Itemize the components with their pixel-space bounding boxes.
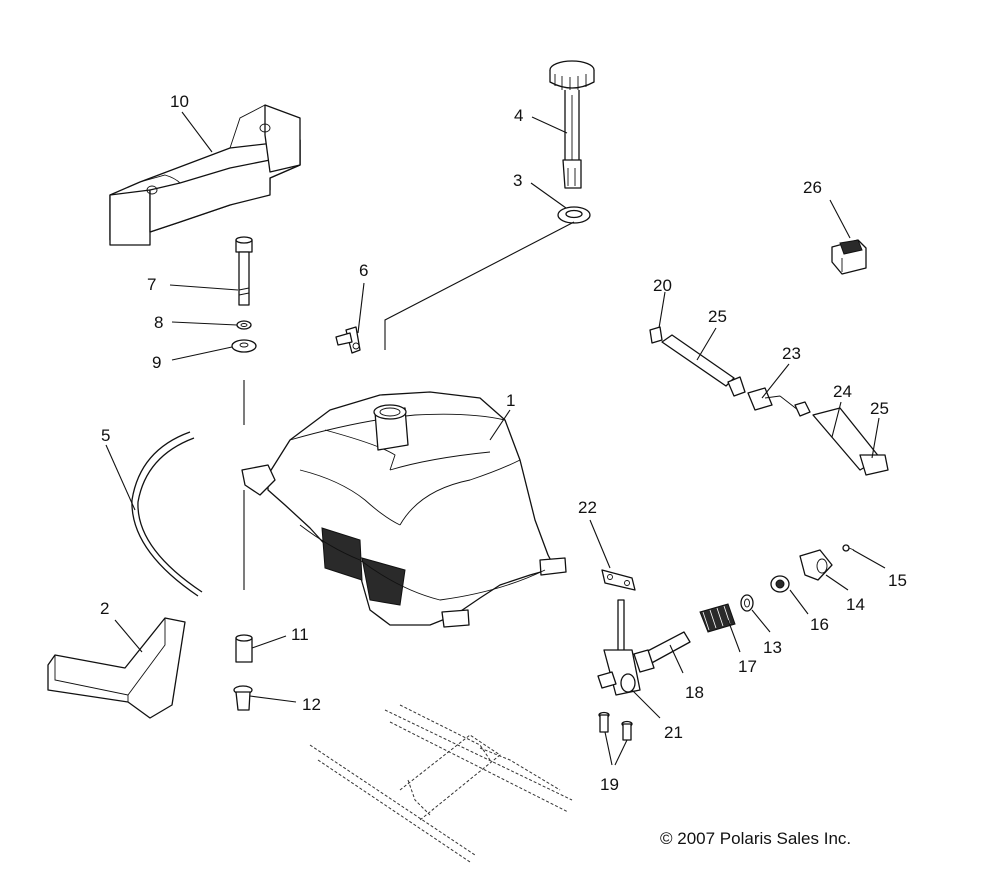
callout-22: 22: [578, 498, 597, 517]
part-21-fuel-valve: [597, 599, 641, 696]
callout-5: 5: [101, 426, 110, 445]
part-1-fuel-tank: [241, 391, 567, 628]
callout-6: 6: [359, 261, 368, 280]
part-2-pad: [47, 617, 186, 719]
callout-12: 12: [302, 695, 321, 714]
callout-10: 10: [170, 92, 189, 111]
callout-25a: 25: [708, 307, 727, 326]
part-13-o-ring: [740, 594, 754, 612]
callout-26: 26: [803, 178, 822, 197]
part-22-plate: [601, 569, 636, 591]
part-3-gasket: [557, 206, 591, 224]
part-17-spring: [699, 603, 736, 633]
callout-25b: 25: [870, 399, 889, 418]
callout-4: 4: [514, 106, 523, 125]
callout-labels: 1 2 3 4 5 6 7 8 9 10 11 12 13 14 15 16 1…: [100, 92, 907, 794]
callout-20: 20: [653, 276, 672, 295]
callout-21: 21: [664, 723, 683, 742]
callout-15: 15: [888, 571, 907, 590]
part-10-bracket: [109, 104, 301, 246]
part-6-vent-fitting: [335, 326, 361, 354]
part-19-bolts: [598, 711, 633, 741]
part-4-fuel-cap: [549, 60, 595, 189]
callout-13: 13: [763, 638, 782, 657]
leader-lines: [105, 111, 886, 766]
callout-1: 1: [506, 391, 515, 410]
part-8-lock-washer: [236, 320, 252, 330]
part-11-spacer: [235, 634, 253, 663]
callout-2: 2: [100, 599, 109, 618]
callout-16: 16: [810, 615, 829, 634]
part-26-clip: [831, 239, 867, 275]
part-16-nut: [770, 575, 790, 593]
part-18-shaft: [633, 631, 691, 673]
part-15-screw: [842, 544, 855, 552]
callout-18: 18: [685, 683, 704, 702]
callout-17: 17: [738, 657, 757, 676]
part-14-knob: [799, 549, 833, 581]
callout-14: 14: [846, 595, 865, 614]
callout-19: 19: [600, 775, 619, 794]
callout-23: 23: [782, 344, 801, 363]
callout-7: 7: [147, 275, 156, 294]
callout-24: 24: [833, 382, 852, 401]
callout-11: 11: [291, 625, 309, 644]
assembly-lines: [243, 221, 575, 590]
part-12-grommet: [233, 685, 253, 711]
part-7-bolt: [235, 236, 253, 306]
copyright-notice: © 2007 Polaris Sales Inc.: [660, 829, 852, 848]
frame-reference: [309, 704, 573, 863]
callout-9: 9: [152, 353, 161, 372]
callout-8: 8: [154, 313, 163, 332]
callout-3: 3: [513, 171, 522, 190]
fuel-line-assembly: [649, 326, 889, 476]
part-5-hose: [131, 431, 203, 597]
part-9-flat-washer: [231, 339, 257, 353]
